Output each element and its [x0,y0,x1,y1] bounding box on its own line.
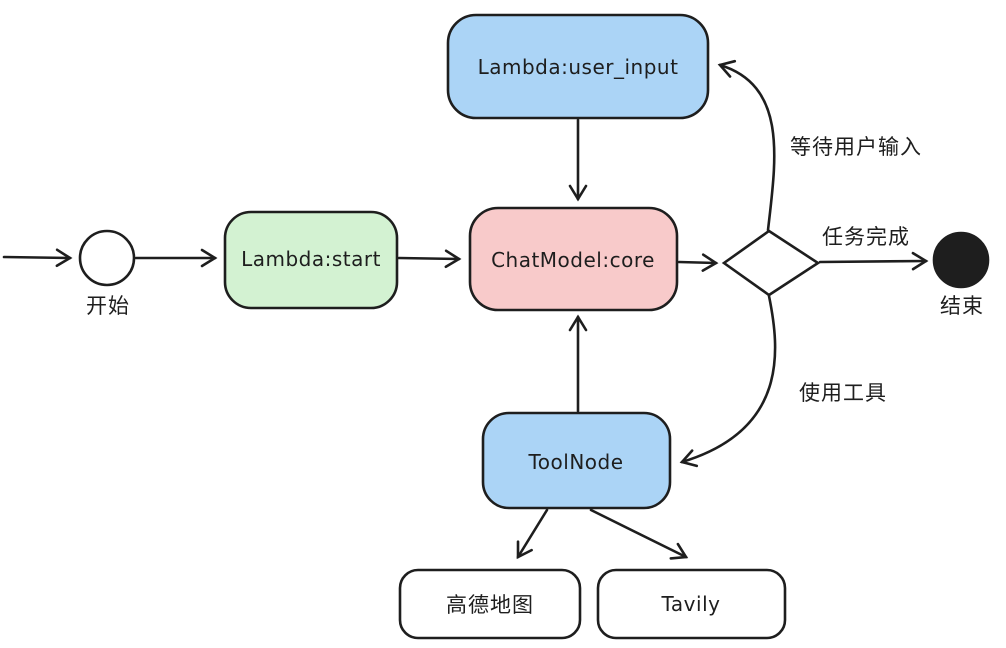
lambda-user-input-label: Lambda:user_input [478,55,679,79]
start-node [78,229,136,287]
edge-label-use-tool: 使用工具 [799,381,887,405]
edge-chatmodel-to-decision [677,253,719,272]
lambda-user-input-node [446,13,710,120]
tavily-node [596,568,787,640]
edge-label-wait-user-input: 等待用户输入 [790,135,922,159]
chatmodel-core-label: ChatModel:core [491,248,655,272]
edge-toolnode-to-gaode [516,508,549,560]
decision-diamond [721,229,821,297]
lambda-start-node [223,210,399,310]
gaode-map-label: 高德地图 [446,593,534,617]
edge-decision-to-end [818,251,929,271]
edge-decision-to-toolnode [679,294,777,468]
edge-lambda-start-to-chatmodel [397,249,462,269]
edge-decision-to-user-input [717,59,776,232]
lambda-start-label: Lambda:start [241,247,381,271]
end-node [932,231,990,289]
tavily-label: Tavily [661,592,721,616]
edge-entry-to-start [2,248,73,268]
edge-toolnode-to-tavily [589,508,689,560]
start-label: 开始 [86,294,130,318]
toolnode-node [481,411,672,510]
chatmodel-core-node [468,206,679,312]
end-label: 结束 [940,294,984,318]
gaode-map-node [398,568,582,640]
toolnode-label: ToolNode [527,450,623,474]
edge-label-task-complete: 任务完成 [822,225,910,249]
